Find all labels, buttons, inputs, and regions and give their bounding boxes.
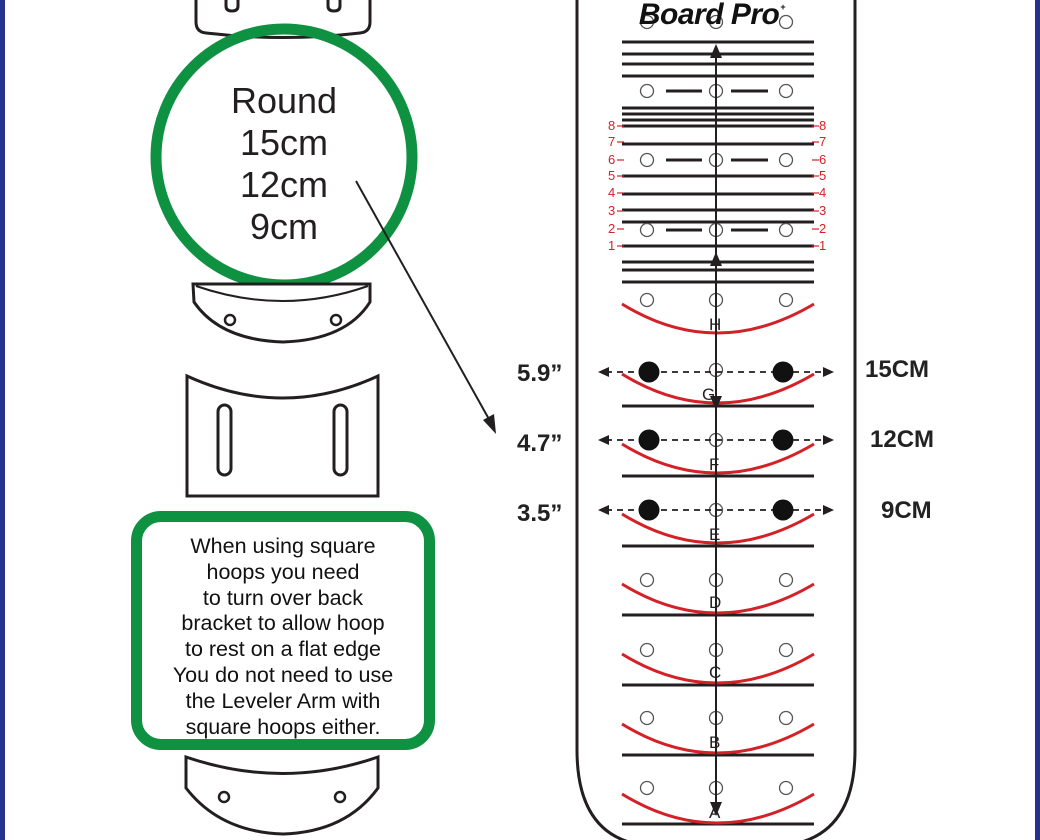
note-line: to turn over back — [202, 585, 364, 610]
square-hoop-note: When using square hoops you need to turn… — [131, 511, 435, 750]
cm-label-9: 9CM — [881, 497, 932, 524]
board-hole — [778, 14, 794, 30]
inch-label-9: 3.5” — [517, 500, 563, 527]
curved-bracket-bottom — [184, 754, 380, 836]
measure-dot — [772, 499, 794, 521]
top-bracket — [194, 0, 372, 39]
board-hole — [778, 222, 794, 238]
board-hole — [639, 572, 655, 588]
measure-arrow-left — [598, 367, 609, 377]
board-measure-lines — [598, 361, 834, 521]
measure-arrow-left — [598, 435, 609, 445]
measure-arrow-right — [823, 435, 834, 445]
measure-dot — [638, 429, 660, 451]
board-center-axis — [710, 44, 722, 816]
note-line: square hoops either. — [185, 714, 381, 739]
board-curves — [621, 302, 815, 825]
cm-label-15: 15CM — [865, 356, 930, 383]
scale-number-left: 6 — [608, 152, 615, 167]
board-hole — [639, 152, 655, 168]
board-hole — [778, 572, 794, 588]
brand-name: Board Pro — [638, 0, 780, 31]
board-hole — [778, 780, 794, 796]
board-hole — [778, 83, 794, 99]
note-line: hoops you need — [206, 559, 360, 584]
pointer-arrow — [355, 180, 496, 434]
measure-arrow-right — [823, 367, 834, 377]
scale-number-right: 3 — [819, 203, 826, 218]
scale-number-left: 7 — [608, 134, 615, 149]
board-hole — [778, 152, 794, 168]
brand-mark: + — [780, 2, 786, 12]
hoop-curve — [621, 792, 815, 825]
hoop-curve — [621, 442, 815, 475]
round-label-line: Round — [230, 80, 338, 121]
hoop-curve — [621, 722, 815, 755]
inch-label-12: 4.7” — [517, 430, 563, 457]
board-hole — [639, 710, 655, 726]
frame-left-edge — [0, 0, 5, 840]
position-letter: E — [709, 525, 720, 544]
axis-arrow-up — [710, 44, 722, 58]
measure-arrow-left — [598, 505, 609, 515]
curved-bracket-top — [191, 282, 372, 344]
board-hole — [778, 292, 794, 308]
note-line: When using square — [190, 534, 376, 558]
measure-dot — [772, 429, 794, 451]
measure-arrow-right — [823, 505, 834, 515]
hoop-curve — [621, 652, 815, 685]
scale-number-left: 2 — [608, 221, 615, 236]
round-label-line: 15cm — [239, 122, 329, 163]
scale-number-right: 4 — [819, 185, 826, 200]
note-line: bracket to allow hoop — [181, 611, 385, 636]
scale-number-right: 7 — [819, 134, 826, 149]
brand-logo: Board Pro+ — [612, 0, 812, 32]
inch-label-15: 5.9” — [517, 360, 563, 387]
note-line: to rest on a flat edge — [184, 637, 382, 662]
board-hole — [639, 83, 655, 99]
note-line: You do not need to use — [172, 662, 394, 687]
board-hole — [778, 710, 794, 726]
board-hole — [708, 14, 724, 30]
scale-number-left: 5 — [608, 168, 615, 183]
scale-number-right: 1 — [819, 238, 826, 253]
board-hole — [639, 14, 655, 30]
axis-arrow-down — [710, 802, 722, 816]
board-hole — [639, 222, 655, 238]
measure-dot — [638, 361, 660, 383]
scale-number-left: 1 — [608, 238, 615, 253]
measure-dot — [638, 499, 660, 521]
hoop-curve — [621, 512, 815, 545]
board-hole — [639, 780, 655, 796]
board-hole — [639, 292, 655, 308]
measure-dot — [772, 361, 794, 383]
hoop-curve — [621, 582, 815, 615]
axis-arrow-down — [710, 396, 722, 410]
slotted-bracket — [185, 373, 380, 498]
scale-number-right: 6 — [819, 152, 826, 167]
axis-arrow-up — [710, 252, 722, 266]
cm-label-12: 12CM — [870, 426, 935, 453]
position-letter: B — [709, 733, 720, 752]
round-hoop-label: Round 15cm 12cm 9cm — [184, 80, 384, 248]
scale-number-right: 5 — [819, 168, 826, 183]
round-label-line: 9cm — [249, 206, 318, 247]
board-lines — [622, 40, 814, 826]
frame-right-edge — [1035, 0, 1040, 840]
scale-number-right: 8 — [819, 118, 826, 133]
note-line: the Leveler Arm with — [185, 688, 381, 713]
scale-number-left: 8 — [608, 118, 615, 133]
scale-number-left: 3 — [608, 203, 615, 218]
scale-number-right: 2 — [819, 221, 826, 236]
position-letter: F — [709, 455, 719, 474]
board-hole — [639, 642, 655, 658]
hoop-curve — [621, 302, 815, 335]
round-label-line: 12cm — [239, 164, 329, 205]
board-hole — [778, 642, 794, 658]
scale-number-left: 4 — [608, 185, 615, 200]
